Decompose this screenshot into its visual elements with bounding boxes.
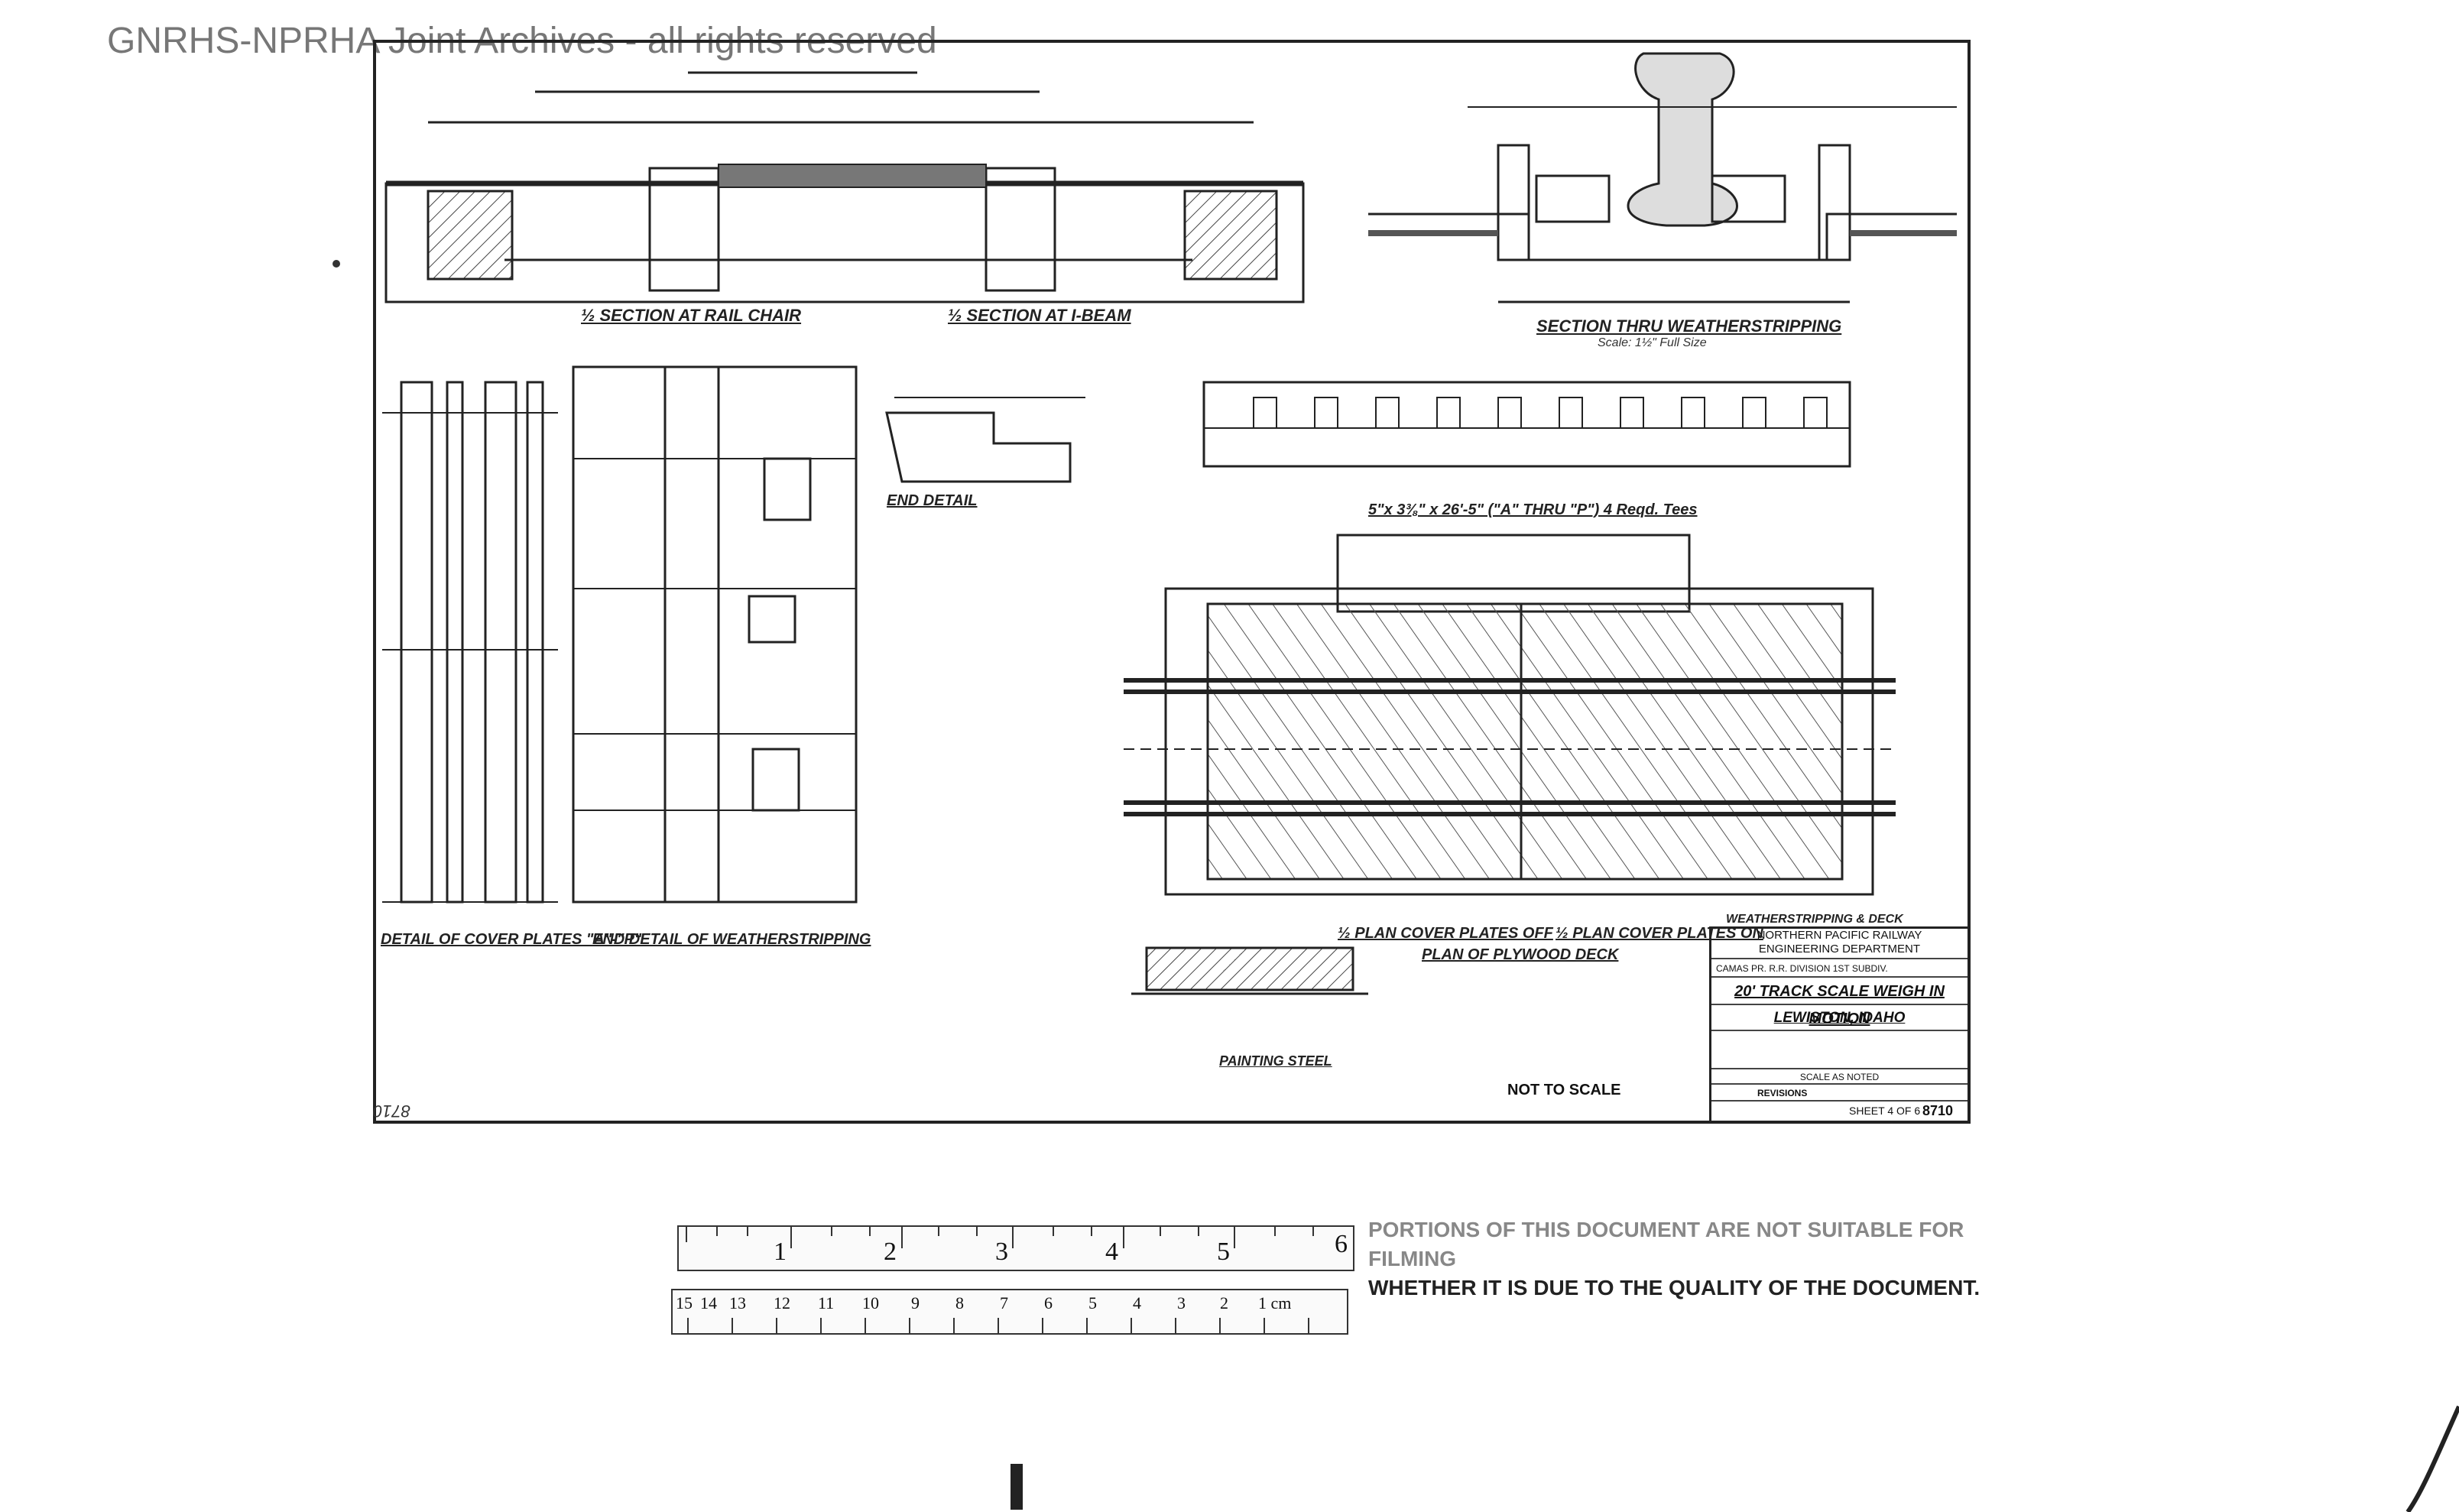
title-scale: SCALE AS NOTED [1711,1069,1968,1085]
margin-dot [333,260,340,268]
ruler-inch-3: 3 [995,1238,1008,1266]
label-section-weatherstripping: SECTION THRU WEATHERSTRIPPING [1536,316,1842,336]
label-tees: 5"x 3⅜" x 26'-5" ("A" THRU "P") 4 Reqd. … [1368,501,1698,518]
label-plan-plywood-deck: PLAN OF PLYWOOD DECK [1422,946,1619,963]
label-detail-cover-plates: DETAIL OF COVER PLATES "A"-"P" [381,931,642,948]
page-curl [2405,1405,2459,1512]
ruler-cm-6: 6 [1044,1293,1053,1312]
plan-views [1124,381,1896,896]
ruler-cm-8: 8 [955,1293,964,1312]
section-weatherstripping [1368,52,1957,303]
title-block: NORTHERN PACIFIC RAILWAY ENGINEERING DEP… [1709,926,1968,1121]
title-revisions: REVISIONS [1711,1085,1968,1102]
title-drawing-name: 20' TRACK SCALE WEIGH IN MOTION [1711,978,1968,1027]
quality-notice-line2: WHETHER IT IS DUE TO THE QUALITY OF THE … [1368,1276,1981,1299]
ruler-cm-5: 5 [1088,1293,1097,1312]
drawing-sheet [373,40,1971,1124]
label-half-plan-off: ½ PLAN COVER PLATES OFF [1338,925,1553,942]
title-location: LEWISTON, IDAHO [1711,1005,1968,1031]
ruler-inch-5: 5 [1217,1238,1230,1266]
ruler-inch-6: 6 [1335,1230,1348,1258]
quality-notice: PORTIONS OF THIS DOCUMENT ARE NOT SUITAB… [1368,1215,2010,1299]
label-section-i-beam: ½ SECTION AT I-BEAM [948,306,1131,325]
ruler-inch-4: 4 [1105,1238,1118,1266]
label-end-detail-weatherstripping: END DETAIL OF WEATHERSTRIPPING [592,931,871,948]
ruler-cm-12: 12 [774,1293,790,1312]
ruler-centimeters: 1 cm 2 3 4 5 6 7 8 9 10 11 12 13 14 15 [671,1289,1348,1335]
title-department: ENGINEERING DEPARTMENT [1758,943,1921,956]
ruler-cm-7: 7 [1000,1293,1008,1312]
ruler-cm-9: 9 [911,1293,920,1312]
label-section-rail-chair: ½ SECTION AT RAIL CHAIR [581,306,802,325]
title-file-no: 8710 [1922,1103,1954,1118]
ruler-cm-15: 15 [676,1293,693,1312]
ruler-cm-1: 1 cm [1258,1293,1292,1312]
margin-number: 8710 [373,1102,410,1121]
ruler-cm-13: 13 [729,1293,746,1312]
label-weatherstripping-scale: Scale: 1½" Full Size [1598,336,1707,349]
ruler-cm-2: 2 [1220,1293,1228,1312]
title-division: CAMAS PR. R.R. DIVISION 1ST SUBDIV. [1711,959,1968,978]
ruler-cm-10: 10 [862,1293,879,1312]
end-detail [885,397,1085,483]
ruler-cm-14: 14 [700,1293,717,1312]
end-detail-weatherstripping [572,365,858,904]
ruler-inch-2: 2 [884,1238,897,1266]
ruler-inch-1: 1 [774,1238,787,1266]
quality-notice-line1: PORTIONS OF THIS DOCUMENT ARE NOT SUITAB… [1368,1218,1964,1270]
label-not-to-scale: NOT TO SCALE [1507,1082,1621,1098]
title-company: NORTHERN PACIFIC RAILWAY [1757,929,1922,942]
ruler-cm-3: 3 [1177,1293,1186,1312]
ruler-inches: 1 2 3 4 5 6 [677,1225,1354,1271]
bottom-detail [1131,946,1368,995]
edge-mark [1011,1464,1023,1510]
label-end-detail: END DETAIL [887,492,978,509]
title-sheet: SHEET 4 OF 6 [1849,1105,1921,1117]
ruler-cm-11: 11 [818,1293,835,1312]
label-painting-steel: PAINTING STEEL [1219,1053,1332,1069]
section-top-left [384,71,1305,303]
ruler-cm-4: 4 [1133,1293,1141,1312]
label-weatherstripping-deck: WEATHERSTRIPPING & DECK [1726,913,1903,926]
cover-plate-details [382,381,558,904]
